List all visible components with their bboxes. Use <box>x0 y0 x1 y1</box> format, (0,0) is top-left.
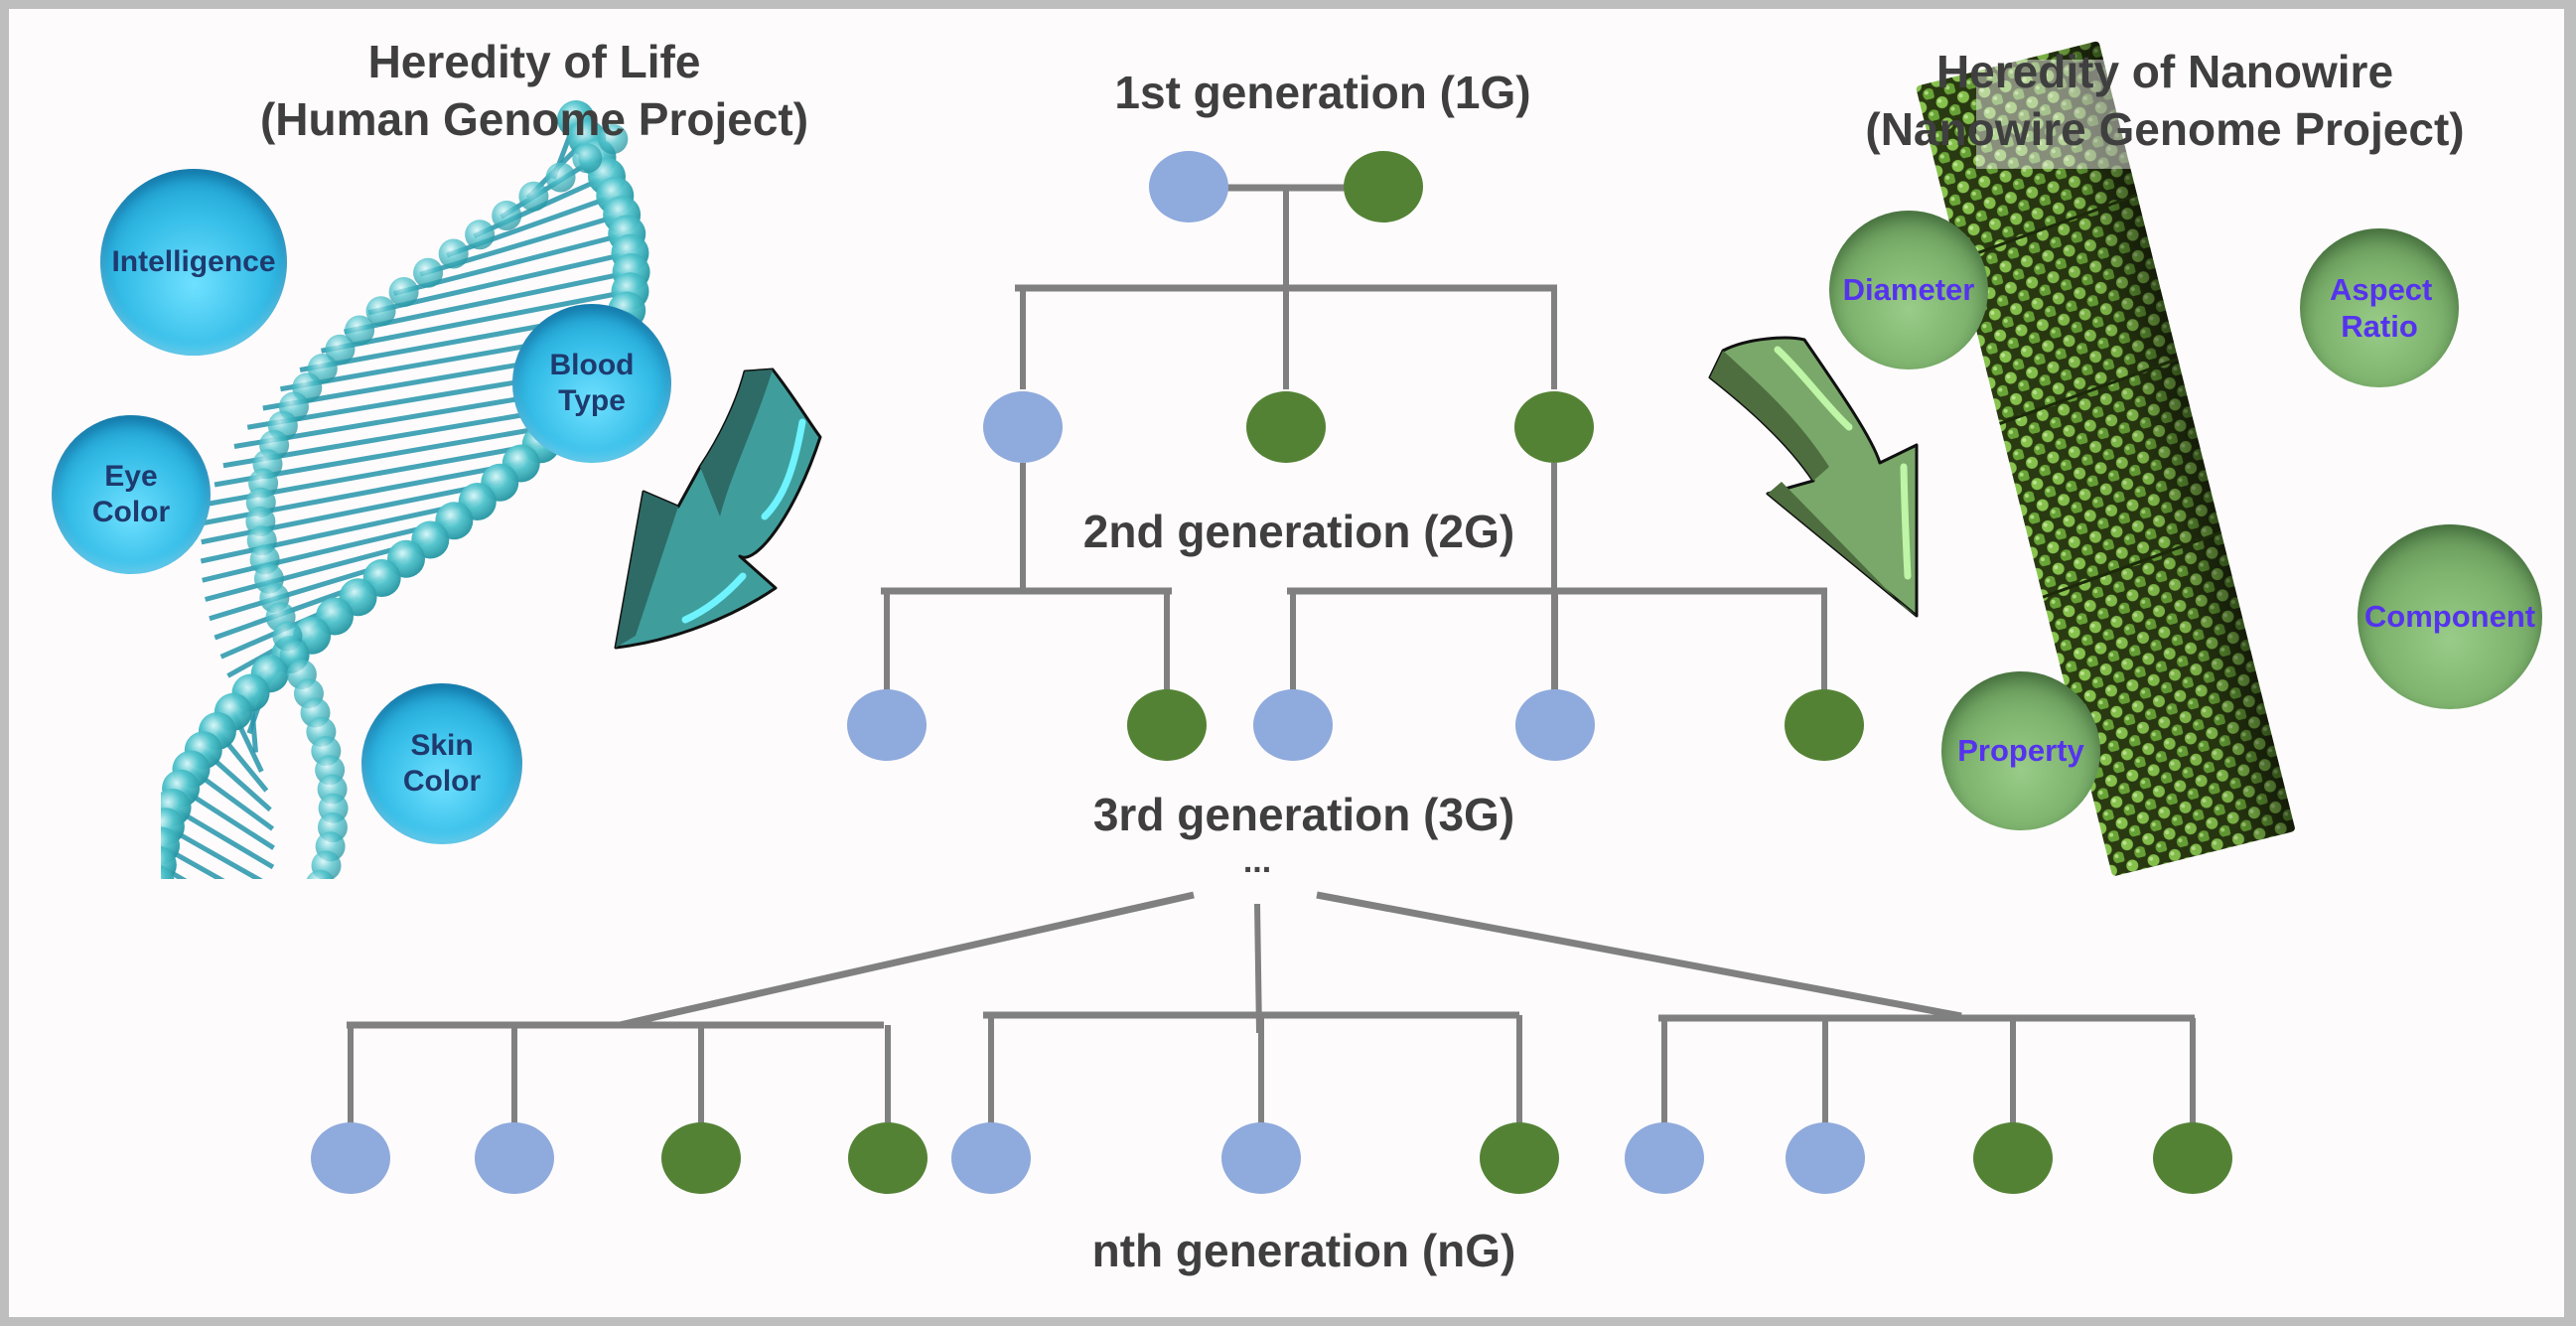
dna-rung <box>202 517 455 583</box>
lineage-branch <box>1254 903 1262 1034</box>
dna-rung <box>156 884 253 944</box>
genn-node-blue <box>951 1122 1031 1194</box>
family-tree <box>311 151 2232 1194</box>
nanowire-illustration <box>1916 41 2295 876</box>
gen3-node-blue <box>1515 689 1595 761</box>
right-title-line2: (Nanowire Genome Project) <box>1865 102 2465 155</box>
dna-rung <box>171 805 275 870</box>
genn-node-blue <box>1786 1122 1865 1194</box>
trait-bubble-aspect-ratio: Aspect Ratio <box>2300 228 2459 387</box>
dna-bead <box>518 181 549 212</box>
genn-node-green <box>848 1122 928 1194</box>
trait-bubble-intelligence: Intelligence <box>100 169 287 356</box>
gen1-node-blue <box>1149 151 1228 222</box>
genn-node-blue <box>1221 1122 1301 1194</box>
left-panel-title: Heredity of Life (Human Genome Project) <box>236 34 832 148</box>
genn-node-green <box>1973 1122 2053 1194</box>
generation-label-3g: 3rd generation (3G) <box>1092 789 1515 840</box>
trait-bubble-blood-type: Blood Type <box>512 304 671 463</box>
trait-bubble-eye-color: Eye Color <box>52 415 211 574</box>
dna-bead <box>365 296 396 327</box>
left-title-line1: Heredity of Life <box>367 36 701 87</box>
dna-bead <box>388 277 419 307</box>
gen2-node-blue <box>983 391 1063 463</box>
curved-arrow-down-right-icon <box>1708 336 1919 618</box>
ellipsis: ... <box>1242 842 1272 880</box>
dna-bead <box>572 143 603 174</box>
dna-bead <box>598 124 629 154</box>
dna-bead <box>306 869 335 879</box>
lineage-branch <box>619 891 1195 1029</box>
gen3-node-blue <box>847 689 927 761</box>
gen3-node-green <box>1785 689 1864 761</box>
dna-bead <box>413 257 444 288</box>
gen3-node-green <box>1127 689 1207 761</box>
dna-bead <box>545 162 576 193</box>
lineage-branch <box>1316 891 1962 1020</box>
dna-rung <box>161 843 225 879</box>
dna-bead <box>492 201 522 230</box>
generation-label-1g: 1st generation (1G) <box>1114 67 1531 118</box>
trait-bubble-component: Component <box>2358 524 2542 709</box>
curved-arrow-down-left-icon <box>614 368 822 650</box>
right-panel-title: Heredity of Nanowire (Nanowire Genome Pr… <box>1842 44 2488 158</box>
gen3-node-blue <box>1253 689 1333 761</box>
dna-rung <box>164 824 263 879</box>
gen2-node-green <box>1246 391 1326 463</box>
dna-bead <box>345 315 375 346</box>
dna-rung <box>344 269 633 335</box>
genn-node-green <box>1480 1122 1559 1194</box>
dna-bead <box>465 220 496 250</box>
genn-node-green <box>661 1122 741 1194</box>
dna-bead <box>298 889 328 919</box>
trait-bubble-diameter: Diameter <box>1829 211 1988 369</box>
genn-node-blue <box>1625 1122 1704 1194</box>
dna-bead <box>325 334 356 365</box>
gen1-node-green <box>1344 151 1423 222</box>
left-title-line2: (Human Genome Project) <box>259 92 809 145</box>
dna-bead <box>161 865 175 879</box>
dna-bead <box>438 238 469 269</box>
gen2-node-green <box>1514 391 1594 463</box>
trait-bubble-skin-color: Skin Color <box>361 683 522 844</box>
dna-rung <box>321 288 632 354</box>
dna-rung <box>200 499 479 564</box>
generation-label-ng: nth generation (nG) <box>1091 1225 1516 1276</box>
right-title-line1: Heredity of Nanowire <box>1935 46 2394 97</box>
dna-helix-illustration <box>156 100 650 944</box>
genn-node-green <box>2153 1122 2232 1194</box>
trait-bubble-property: Property <box>1941 671 2100 830</box>
genn-node-blue <box>475 1122 554 1194</box>
dna-rung <box>161 863 188 879</box>
title-backdrop <box>1976 60 2215 169</box>
generation-label-2g: 2nd generation (2G) <box>1082 506 1515 557</box>
genn-node-blue <box>311 1122 390 1194</box>
